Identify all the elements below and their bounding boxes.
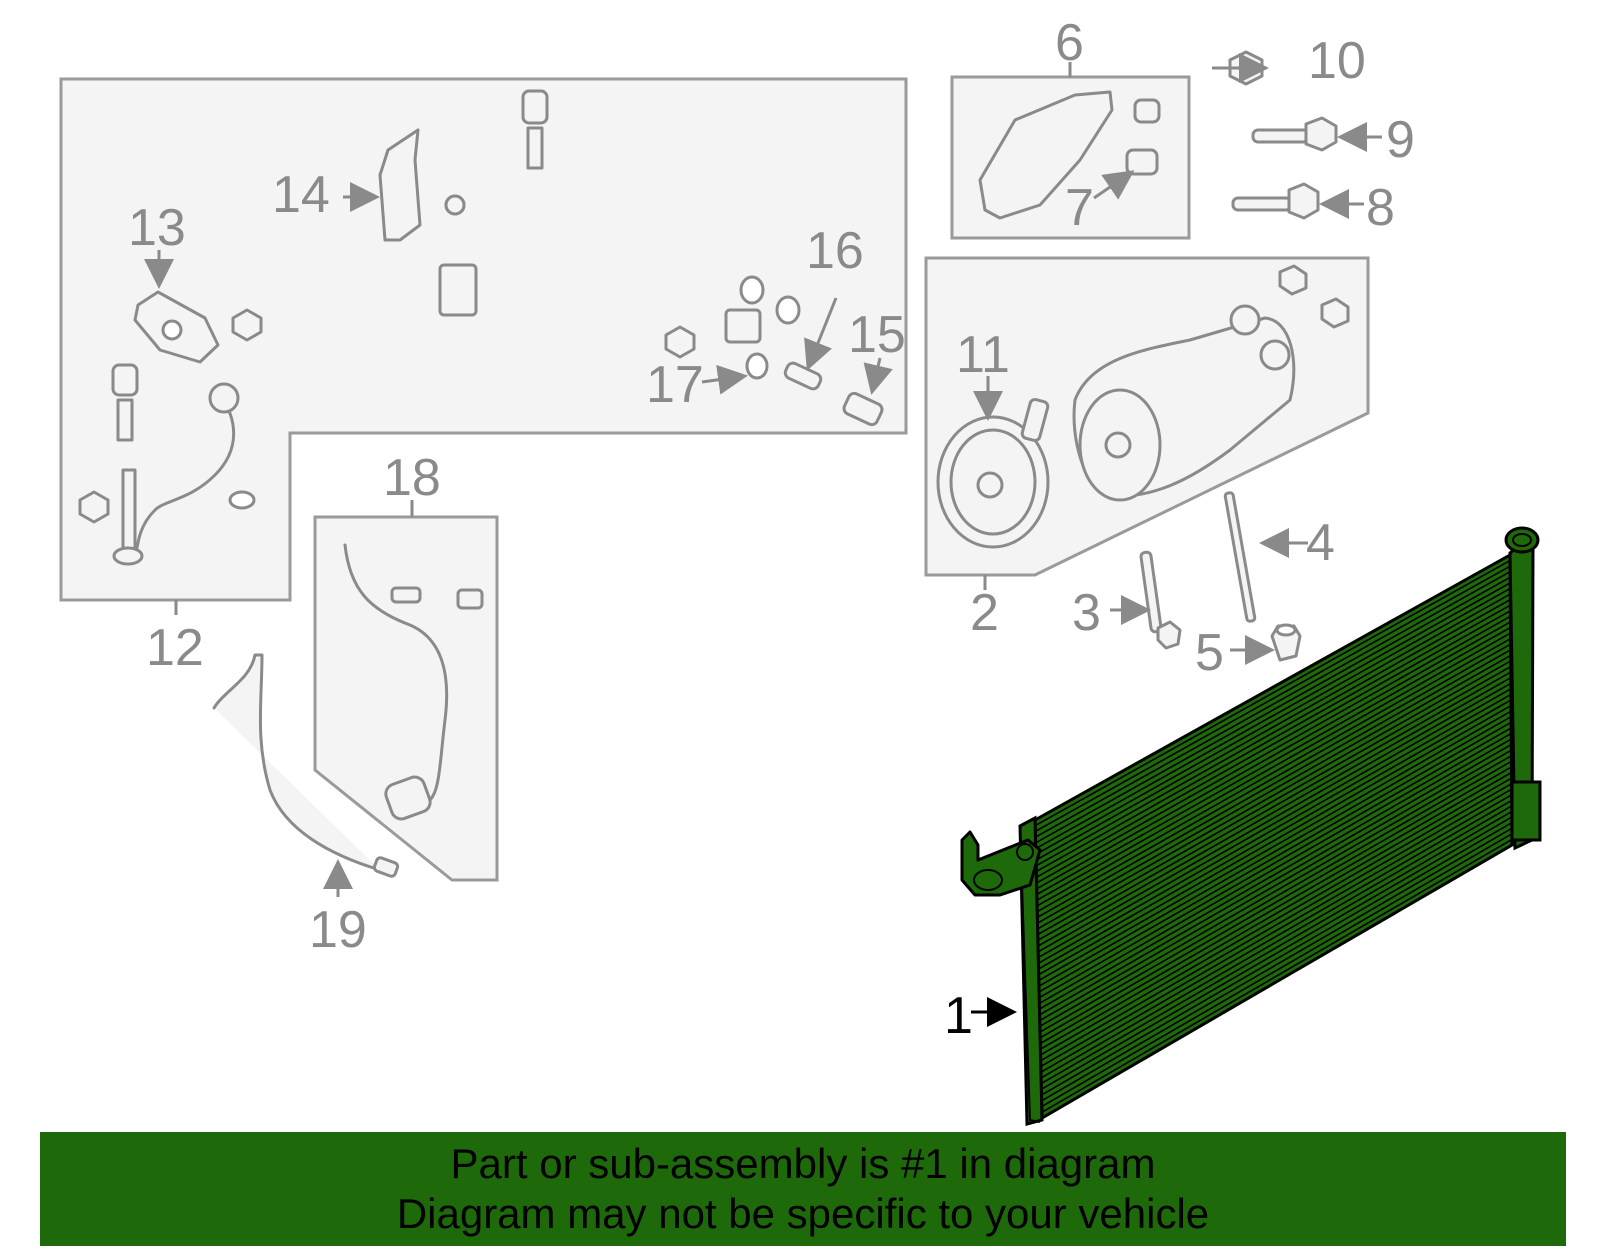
part-1-condenser[interactable] — [960, 526, 1542, 1126]
fin-line — [1036, 626, 1511, 896]
callout-3: 3 — [1072, 584, 1101, 642]
fin-line — [1039, 755, 1512, 1028]
callout-9: 9 — [1386, 111, 1415, 169]
group-6-box — [950, 62, 1191, 240]
callout-17: 17 — [646, 356, 704, 414]
fin-line — [1034, 565, 1511, 833]
part-13-bracket — [133, 290, 220, 364]
fin-line — [1037, 676, 1512, 947]
callout-8: 8 — [1366, 179, 1395, 237]
fin-line — [1040, 794, 1513, 1068]
fin-line — [1035, 587, 1511, 856]
leader-7 — [1093, 170, 1135, 200]
fin-line — [1040, 816, 1513, 1091]
part-3-bolt — [1139, 550, 1182, 650]
fin-line — [1037, 688, 1512, 959]
fin-line — [1036, 643, 1512, 913]
part-15-sensor — [842, 391, 884, 427]
fin-line — [1040, 805, 1513, 1079]
fin-line — [1036, 632, 1511, 901]
callouts: 1 2 3 4 5 6 7 8 9 10 11 12 13 14 15 16 1… — [128, 14, 1415, 1045]
fin-line — [1035, 604, 1511, 873]
fin-line — [1035, 582, 1511, 850]
callout-15: 15 — [848, 306, 906, 364]
fin-line — [1041, 822, 1513, 1096]
fin-line — [1038, 704, 1512, 976]
leader-lines — [144, 53, 1382, 1027]
fin-line — [1040, 788, 1513, 1062]
callout-18: 18 — [383, 449, 441, 507]
fin-line — [1038, 727, 1512, 999]
callout-10: 10 — [1308, 32, 1366, 90]
fin-line — [1041, 833, 1513, 1108]
line-assembly-12 — [78, 89, 801, 566]
fin-line — [1036, 615, 1511, 884]
fin-line — [1039, 743, 1512, 1016]
fin-line — [1038, 721, 1512, 993]
callout-16: 16 — [806, 222, 864, 280]
callout-14: 14 — [272, 166, 330, 224]
callout-6: 6 — [1055, 14, 1084, 72]
condenser-fins — [1034, 559, 1513, 1113]
fin-line — [1039, 738, 1512, 1010]
fin-line — [1040, 782, 1512, 1056]
fin-line — [1037, 660, 1512, 930]
leader-17 — [701, 364, 748, 395]
part-19-hose — [212, 653, 400, 878]
fin-line — [1037, 682, 1512, 953]
fin-line — [1038, 699, 1512, 970]
group-2-box — [924, 256, 1370, 590]
fin-line — [1035, 598, 1511, 867]
fin-line — [1039, 760, 1512, 1033]
group-18-box — [313, 500, 499, 882]
fin-line — [1037, 671, 1512, 942]
callout-5: 5 — [1195, 624, 1224, 682]
part-14-bracket — [378, 128, 466, 242]
callout-11: 11 — [956, 326, 1010, 384]
callout-1: 1 — [944, 987, 973, 1045]
fin-line — [1041, 838, 1513, 1113]
fin-line — [1036, 637, 1511, 907]
fin-line — [1037, 654, 1512, 924]
fin-line — [1036, 649, 1512, 919]
info-banner: Part or sub-assembly is #1 in diagram Di… — [40, 1132, 1566, 1246]
fin-line — [1035, 571, 1511, 838]
callout-4: 4 — [1306, 514, 1335, 572]
part-5-nut — [1270, 623, 1302, 662]
fin-line — [1036, 621, 1511, 890]
fin-line — [1039, 771, 1512, 1045]
fin-line — [1035, 576, 1511, 844]
callout-13: 13 — [128, 199, 186, 257]
leader-16 — [804, 297, 838, 371]
leader-15 — [863, 357, 893, 395]
callout-19: 19 — [309, 901, 367, 959]
part-9-bolt — [1251, 116, 1338, 152]
fin-line — [1039, 777, 1512, 1050]
fin-line — [1038, 716, 1512, 987]
callout-7: 7 — [1065, 179, 1094, 237]
part-4-stud — [1223, 491, 1257, 623]
fin-line — [1038, 732, 1512, 1005]
fin-line — [1040, 810, 1513, 1085]
banner-line-2: Diagram may not be specific to your vehi… — [396, 1190, 1210, 1237]
fin-line — [1037, 665, 1512, 936]
banner-line-1: Part or sub-assembly is #1 in diagram — [450, 1140, 1156, 1187]
fin-line — [1040, 799, 1513, 1073]
fin-line — [1039, 749, 1512, 1022]
callout-2: 2 — [970, 584, 999, 642]
fin-line — [1035, 610, 1511, 879]
fin-line — [1041, 827, 1513, 1102]
fin-line — [1039, 766, 1512, 1039]
callout-12: 12 — [146, 619, 204, 677]
fin-line — [1037, 693, 1512, 964]
part-8-bolt — [1231, 182, 1320, 220]
fin-line — [1035, 593, 1511, 861]
fin-line — [1038, 710, 1512, 982]
fin-line — [1034, 559, 1511, 827]
